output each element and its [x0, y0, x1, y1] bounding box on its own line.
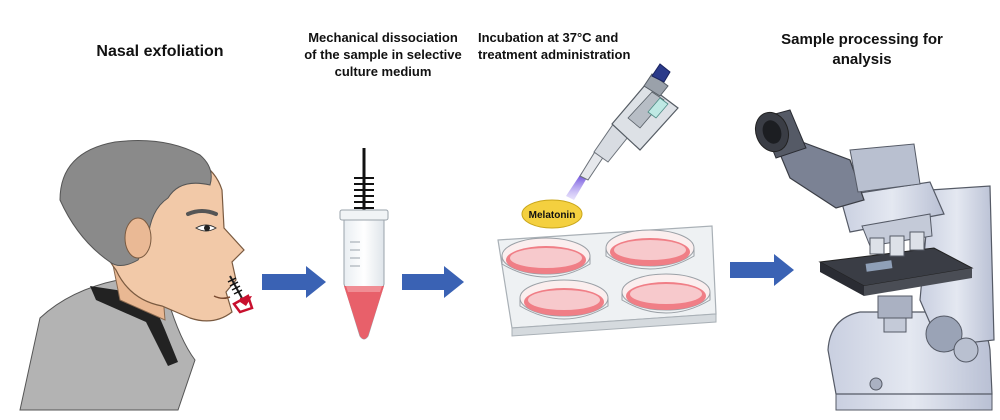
- step-3-title: Incubation at 37°C and treatment adminis…: [478, 30, 631, 62]
- step-2-title: Mechanical dissociation of the sample in…: [304, 30, 462, 79]
- culture-medium: [344, 286, 384, 339]
- petri-dish-icon: [621, 273, 711, 314]
- tube-icon: [339, 148, 389, 340]
- arrow-right-icon: [730, 254, 794, 286]
- arrow-right-icon: [402, 266, 464, 298]
- microscope-icon: [754, 109, 995, 411]
- person-mouth: [213, 295, 231, 300]
- person-hair: [59, 140, 212, 266]
- step-4-title: Sample processing for analysis: [781, 31, 943, 68]
- petri-dish-icon: [501, 237, 591, 278]
- petri-dish-icon: [519, 279, 609, 320]
- nasal-swab-icon: [227, 275, 254, 314]
- melatonin-label: Melatonin: [529, 210, 576, 221]
- step-1-title: Nasal exfoliation: [96, 43, 224, 60]
- petri-dish-icon: [605, 229, 695, 270]
- melatonin-badge: Melatonin: [521, 199, 583, 229]
- person-head-icon: [19, 140, 245, 411]
- person-collar: [90, 286, 178, 366]
- culture-plate: [497, 225, 717, 337]
- person-pupil: [204, 225, 210, 231]
- person-eyebrow: [186, 209, 218, 216]
- pipette-icon: [566, 63, 679, 200]
- arrow-right-icon: [262, 266, 326, 298]
- person-ear: [124, 217, 152, 259]
